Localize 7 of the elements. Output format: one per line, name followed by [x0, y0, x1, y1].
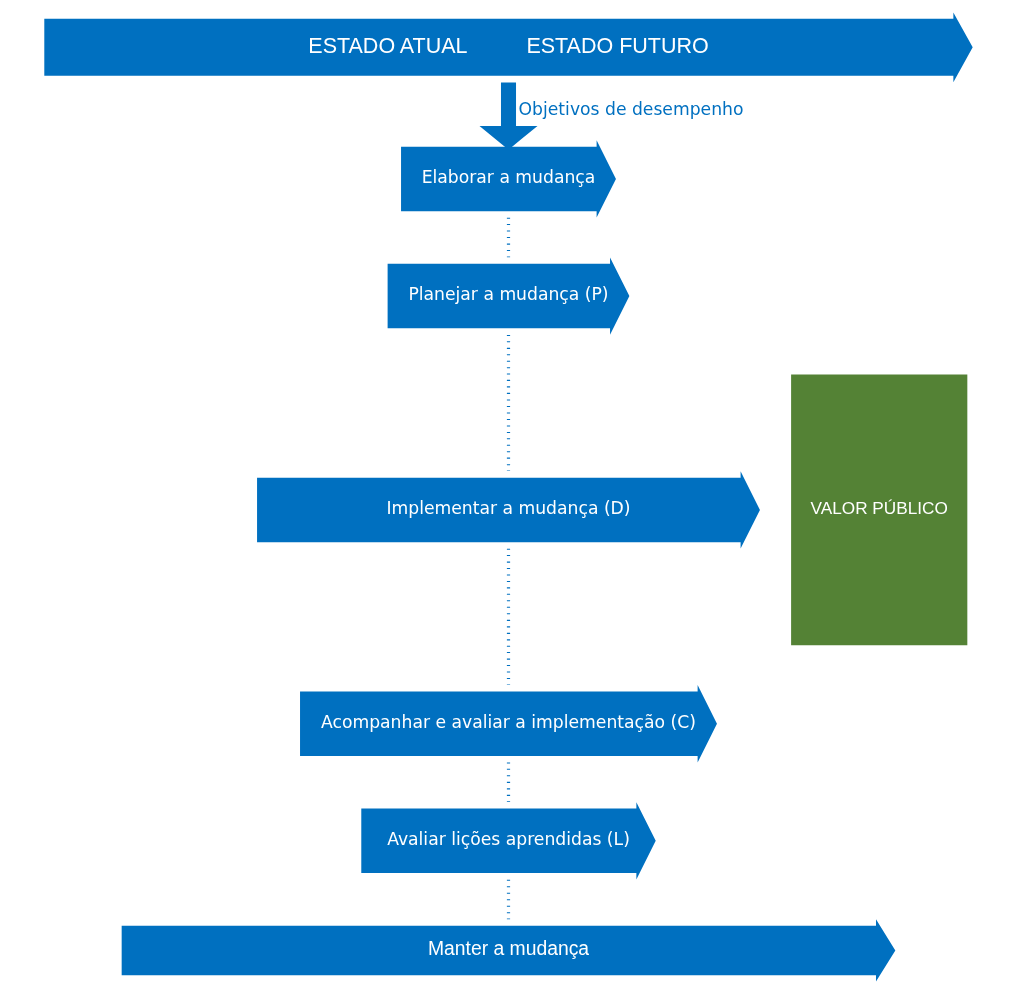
arrow [479, 82, 538, 150]
edge-label: Objetivos de desempenho [518, 99, 744, 120]
connector [506, 217, 511, 258]
connector [506, 762, 511, 803]
node-box: VALOR PÚBLICO [791, 374, 968, 646]
connector [506, 335, 511, 471]
connector [506, 548, 511, 685]
